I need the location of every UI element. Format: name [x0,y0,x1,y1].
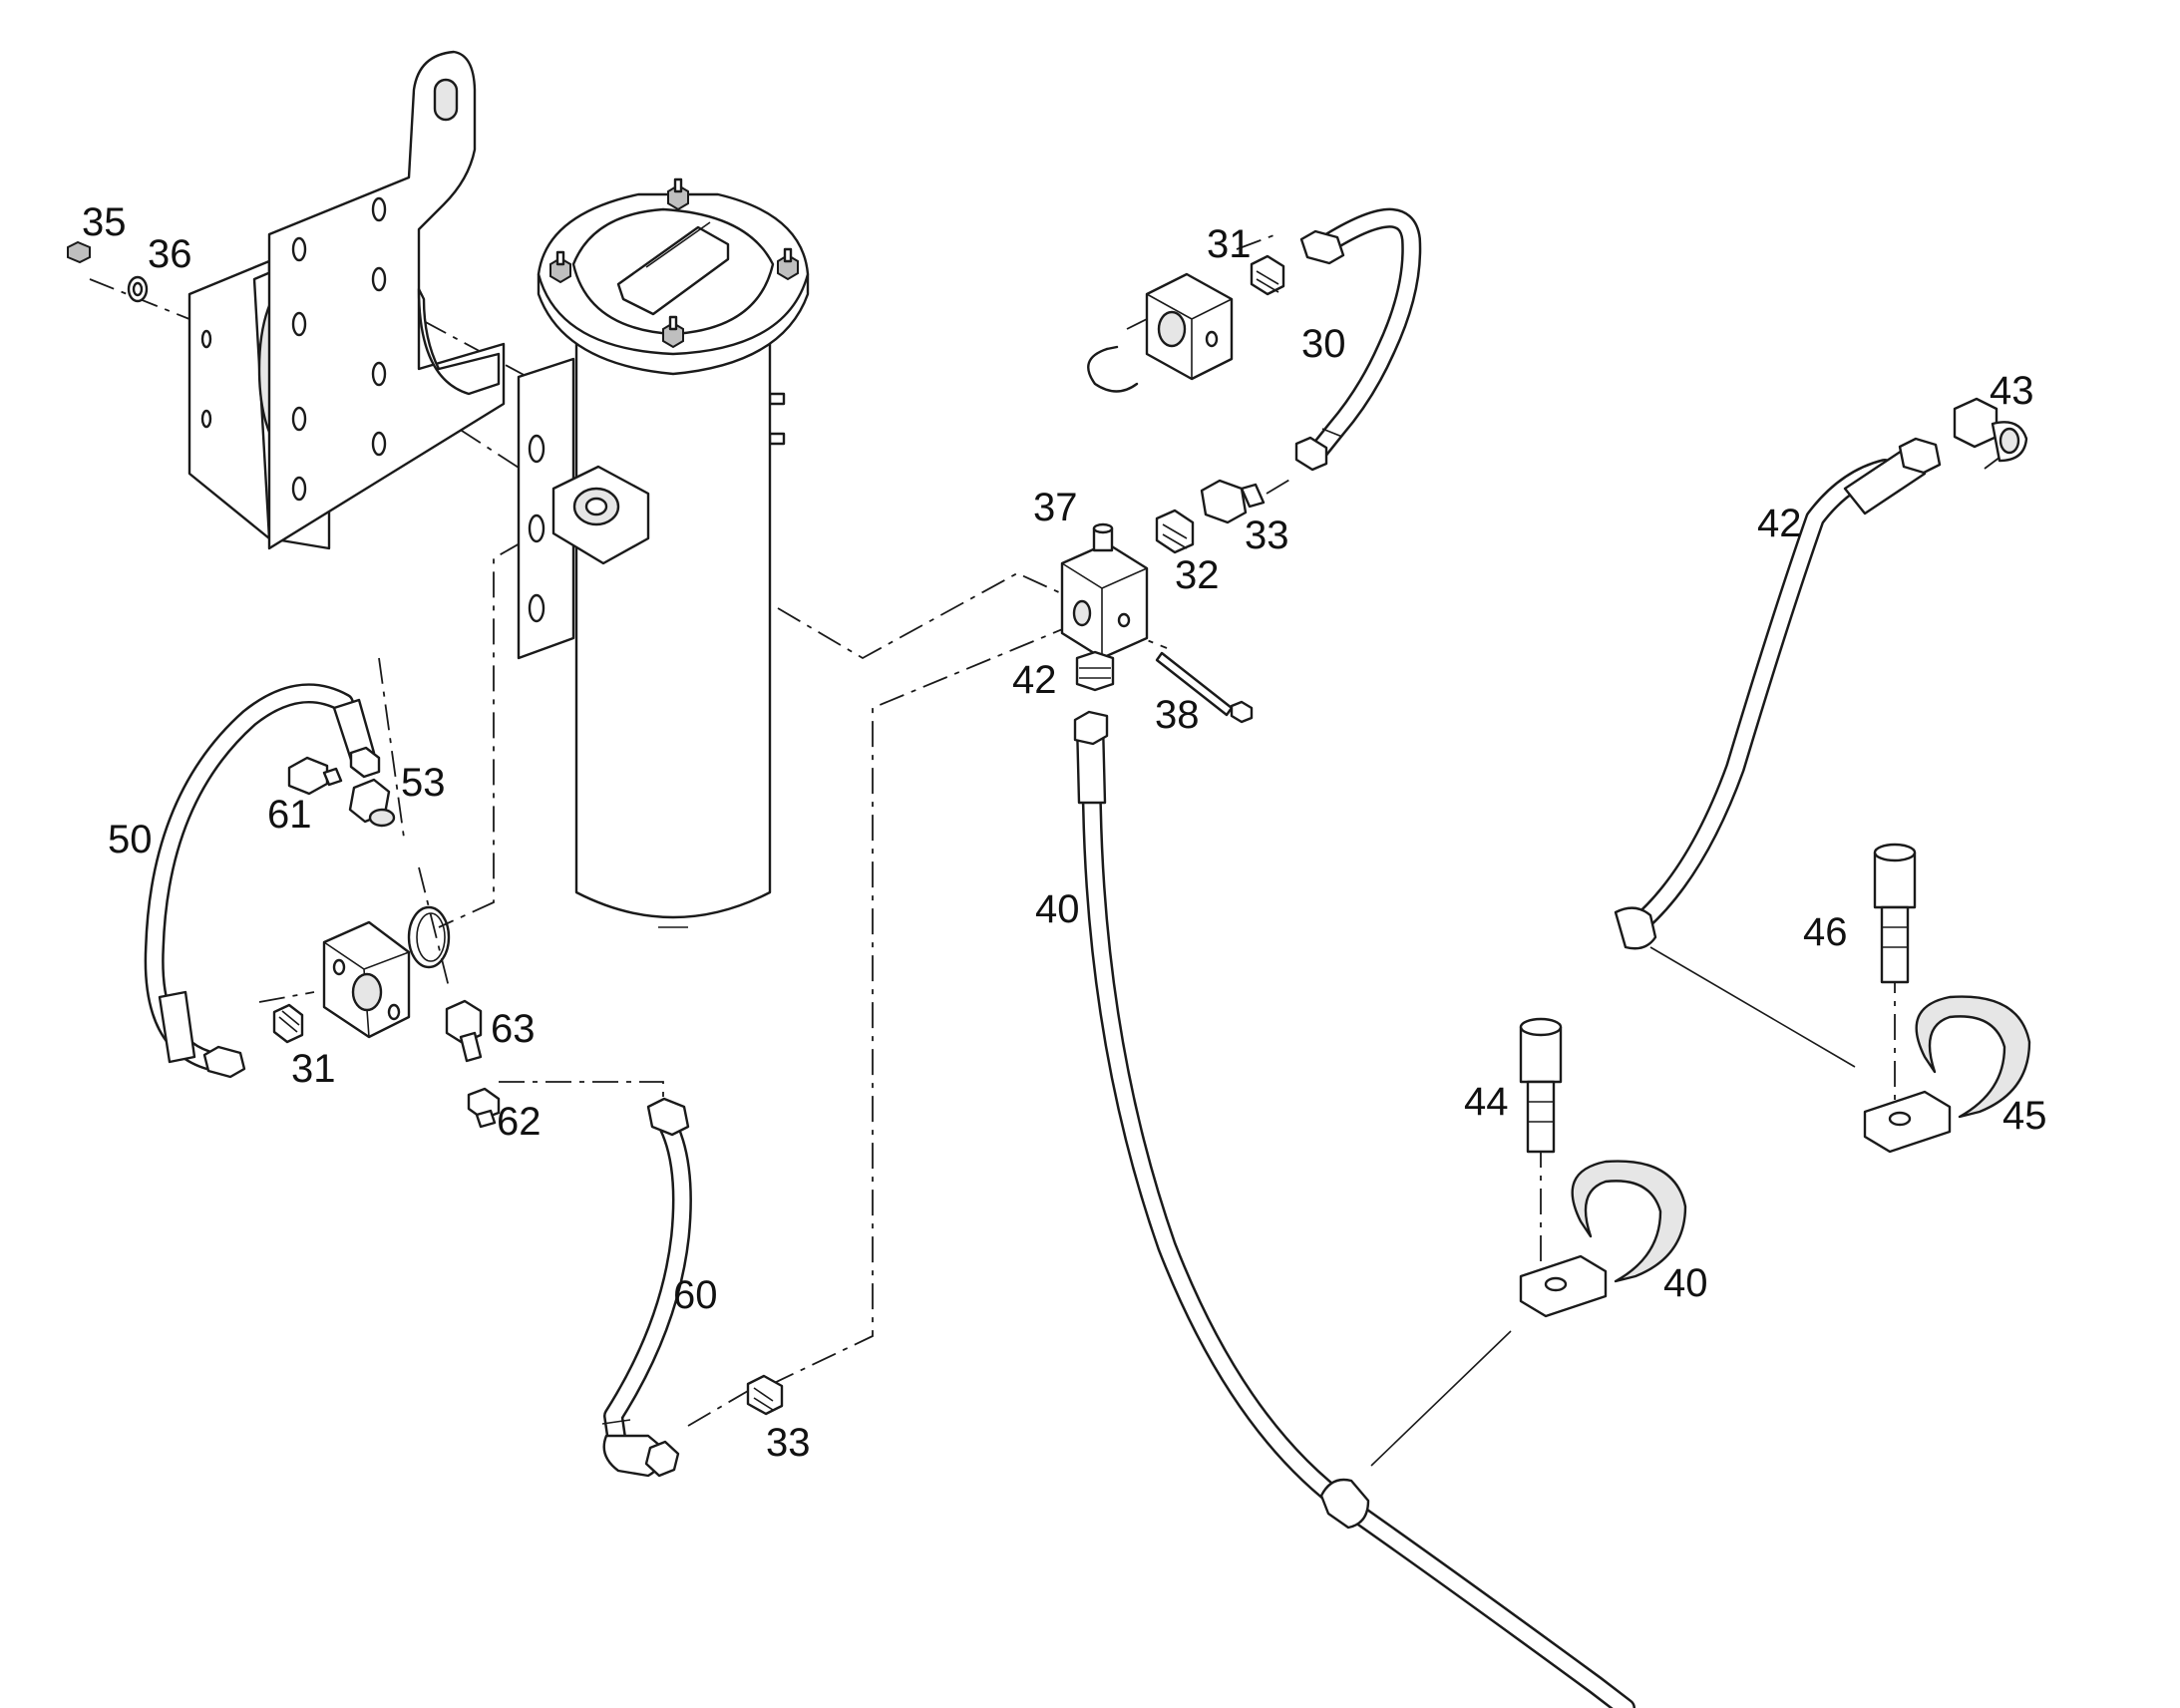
fitting-31-top [1250,254,1285,296]
hose-50 [144,683,381,1079]
clamp-45 [1863,995,2031,1154]
mounting-bracket [187,50,506,550]
label-53: 53 [401,761,446,805]
o-ring [407,905,451,969]
flange-plate-left [322,920,411,1039]
label-36: 38 [1155,693,1200,737]
label-45: 45 [2002,1094,2047,1138]
label-37: 35 [82,200,127,244]
fitting-42-center [1075,650,1115,692]
hose-40-center [1073,710,1635,1708]
valve-block-35 [1060,522,1149,660]
snap-ring [1087,345,1139,393]
label-62: 62 [497,1100,542,1144]
hose-30 [1294,207,1422,472]
label-32: 32 [1175,553,1220,597]
label-63: 63 [491,1007,536,1051]
label-33-top: 33 [1245,513,1289,557]
screw-36 [1155,651,1254,724]
washer-38 [127,275,149,303]
hose-60 [601,1097,692,1478]
hose-40-right [1614,437,1942,950]
label-30: 30 [1301,322,1346,366]
label-42-right: 43 [1990,369,2034,413]
fitting-62 [467,1087,501,1129]
fitting-61 [287,756,343,796]
label-40-right: 42 [1757,502,1802,545]
fitting-53 [348,778,396,828]
housing-bolts [549,177,799,349]
label-40-center: 40 [1035,887,1080,931]
label-50: 50 [108,818,153,861]
label-43: 40 [1663,1261,1708,1305]
flange-plate-top [1145,272,1234,381]
fitting-33-bottom [746,1374,784,1416]
fitting-42-right [1953,397,2028,463]
label-31-top: 31 [1207,222,1252,266]
fitting-31-left [272,1003,304,1044]
label-35: 37 [1033,486,1078,529]
callout-labels: 35 36 31 30 43 42 37 33 32 42 38 53 61 5… [82,200,2047,1465]
bolt-44 [1519,1017,1563,1154]
nut-37 [67,240,91,264]
label-44: 44 [1464,1080,1509,1124]
label-60: 60 [673,1273,718,1317]
clamp-43 [1519,1160,1687,1318]
fitting-33-top [1200,479,1266,524]
label-46: 46 [1803,910,1848,954]
bolt-46 [1873,843,1917,984]
label-31-left: 31 [291,1047,336,1091]
label-61: 61 [267,793,312,837]
fitting-32 [1155,509,1195,554]
label-38: 36 [148,232,192,276]
filter-housing [517,177,810,928]
label-33-bottom: 33 [766,1421,811,1465]
label-42-center: 42 [1012,658,1057,702]
assembly-lines [89,233,2005,1467]
fitting-63 [445,999,483,1063]
housing-flange [551,465,650,565]
